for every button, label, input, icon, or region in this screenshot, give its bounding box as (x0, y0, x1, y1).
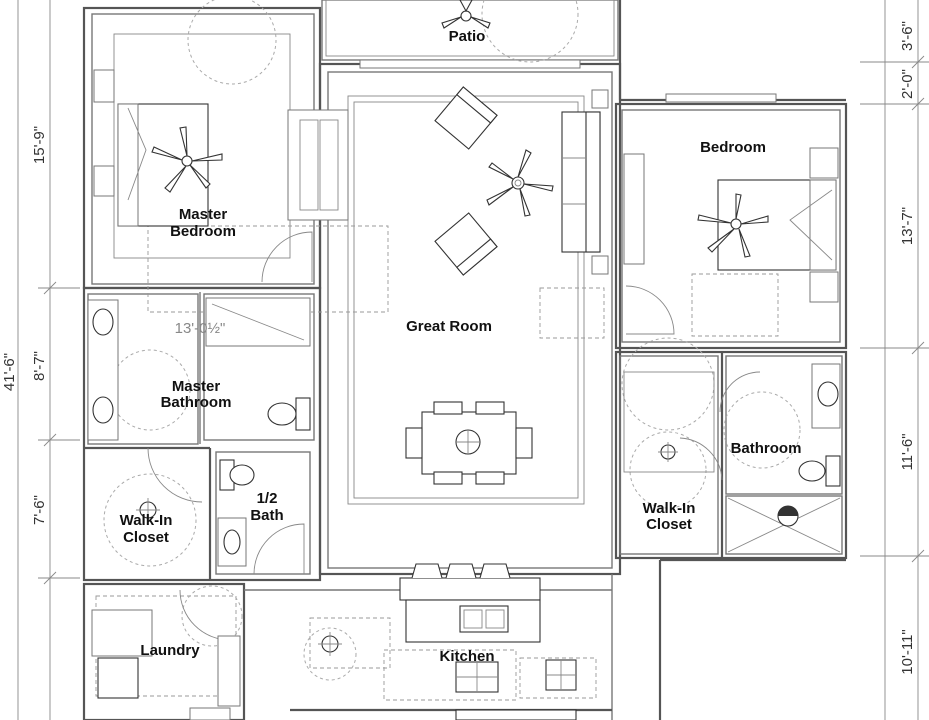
label-half-bath-line1: 1/2 (257, 490, 278, 507)
label-master-bedroom-line1: Master (179, 206, 228, 223)
dim-right-kitchen: 10'-11" (899, 629, 916, 674)
dim-right-bedroom: 13'-7" (899, 207, 916, 245)
ceiling-fan-great-room-icon (486, 149, 554, 217)
label-walkin-left-line1: Walk-In (120, 512, 173, 529)
label-walkin-left-line2: Closet (123, 529, 169, 546)
ceiling-fan-master-icon (151, 126, 223, 193)
ceiling-fan-bedroom-icon (697, 193, 769, 258)
armchair-bottom (434, 212, 498, 276)
room-labels: Patio Master Bedroom Great Room Bedroom … (120, 28, 802, 665)
dim-left-total: 41'-6" (1, 353, 18, 391)
laundry-machines (91, 609, 241, 720)
label-bathroom: Bathroom (731, 440, 802, 457)
label-bedroom: Bedroom (700, 139, 766, 156)
label-kitchen: Kitchen (439, 648, 494, 665)
left-dimension-strip: 41'-6" 15'-9" 8'-7" 7'-6" (1, 0, 80, 720)
master-bath-fixtures (87, 297, 311, 441)
label-walkin-right-line1: Walk-In (643, 500, 696, 517)
kitchen-island (318, 563, 577, 720)
dim-left-master-bath: 8'-7" (31, 351, 48, 381)
light-circles (103, 0, 801, 681)
label-interior-dimension: 13'-0½" (175, 320, 226, 337)
walls (82, 0, 848, 720)
label-master-bath-line1: Master (172, 378, 221, 395)
sofa (561, 111, 601, 253)
right-dimension-strip: 3'-6" 2'-0" 13'-7" 11'-6" 10'-11" (860, 0, 929, 720)
dim-right-bath: 11'-6" (899, 433, 916, 470)
label-laundry: Laundry (140, 642, 200, 659)
door-swings (147, 231, 761, 641)
ceiling-fan-patio-icon (441, 0, 491, 29)
dim-right-patio: 3'-6" (899, 21, 916, 51)
label-great-room: Great Room (406, 318, 492, 335)
dim-right-gap: 2'-0" (899, 69, 916, 99)
label-walkin-right-line2: Closet (646, 516, 692, 533)
closet-shelving (136, 371, 715, 522)
label-master-bedroom-line2: Bedroom (170, 223, 236, 240)
great-room-closet (287, 109, 349, 221)
dashed-footprints (95, 225, 779, 701)
label-half-bath-line2: Bath (250, 507, 283, 524)
label-patio: Patio (449, 28, 486, 45)
dim-left-master-bedroom: 15'-9" (31, 126, 48, 164)
armchair-top (434, 86, 498, 150)
dining-table (405, 401, 533, 485)
right-bath-fixtures (727, 363, 841, 553)
windows (93, 59, 777, 275)
master-bed (117, 103, 209, 227)
label-master-bath-line2: Bathroom (161, 394, 232, 411)
half-bath-fixtures (217, 459, 255, 567)
dim-left-closet: 7'-6" (31, 495, 48, 525)
